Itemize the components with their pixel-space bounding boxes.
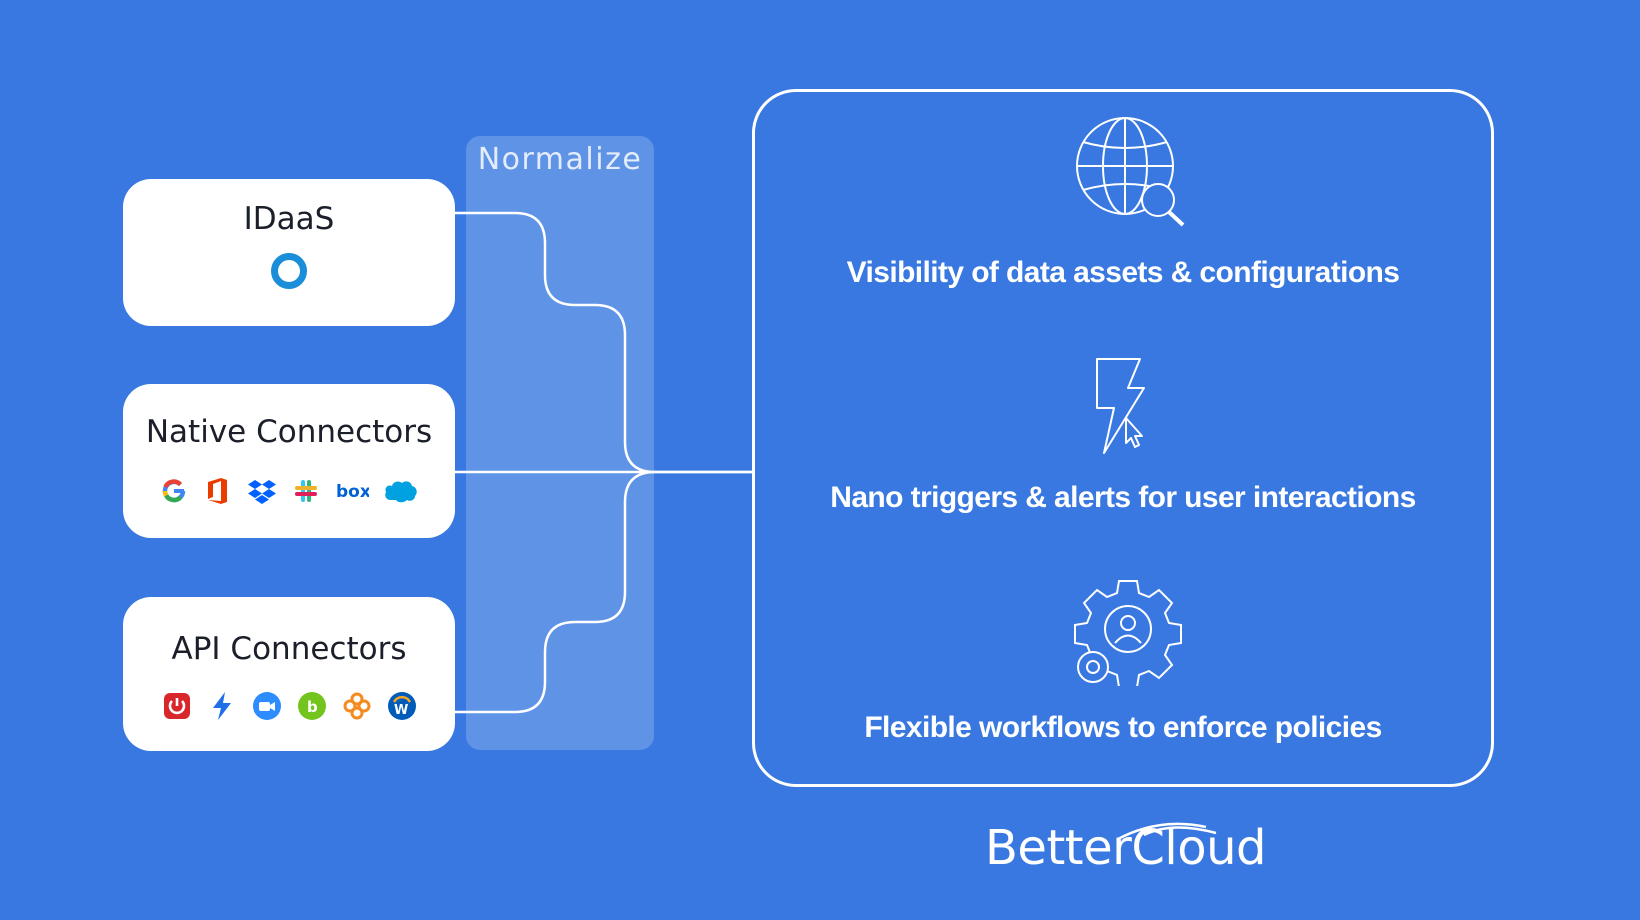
box-icon: box [335,476,369,506]
slack-icon [291,476,321,506]
office365-icon [203,476,233,506]
native-connectors-card: Native Connectors [123,384,455,538]
api-connectors-card: API Connectors [123,597,455,751]
api-logo-row: b W [123,691,455,721]
native-logo-row: box [123,476,455,506]
workday-icon: W [387,691,417,721]
okta-icon [271,253,307,289]
normalize-band [466,136,654,750]
connector-idaas [455,211,752,474]
idaas-title: IDaaS [243,201,335,237]
connector-api [455,470,656,714]
dropbox-icon [247,476,277,506]
bamboohr-icon: b [297,691,327,721]
flower-icon [342,691,372,721]
svg-text:W: W [394,703,408,718]
feature-workflows-text: Flexible workflows to enforce policies [864,711,1382,744]
api-connectors-title: API Connectors [171,631,407,667]
idaas-card: IDaaS [123,179,455,326]
power-icon [162,691,192,721]
capabilities-panel [752,89,1494,787]
zoom-icon [252,691,282,721]
bolt-icon [207,691,237,721]
globe-search-icon [1076,117,1185,227]
bettercloud-swoosh-icon [1117,822,1217,841]
lightning-cursor-icon [1096,358,1145,454]
bettercloud-logo: BetterCloud [985,820,1266,876]
svg-text:box: box [336,482,369,502]
salesforce-icon [383,476,419,506]
svg-text:b: b [307,698,318,716]
feature-visibility-text: Visibility of data assets & configuratio… [846,256,1400,289]
normalize-label: Normalize [477,142,643,177]
google-icon [159,476,189,506]
gear-user-icon [1074,580,1182,686]
native-connectors-title: Native Connectors [145,414,433,450]
feature-triggers-text: Nano triggers & alerts for user interact… [830,481,1416,514]
